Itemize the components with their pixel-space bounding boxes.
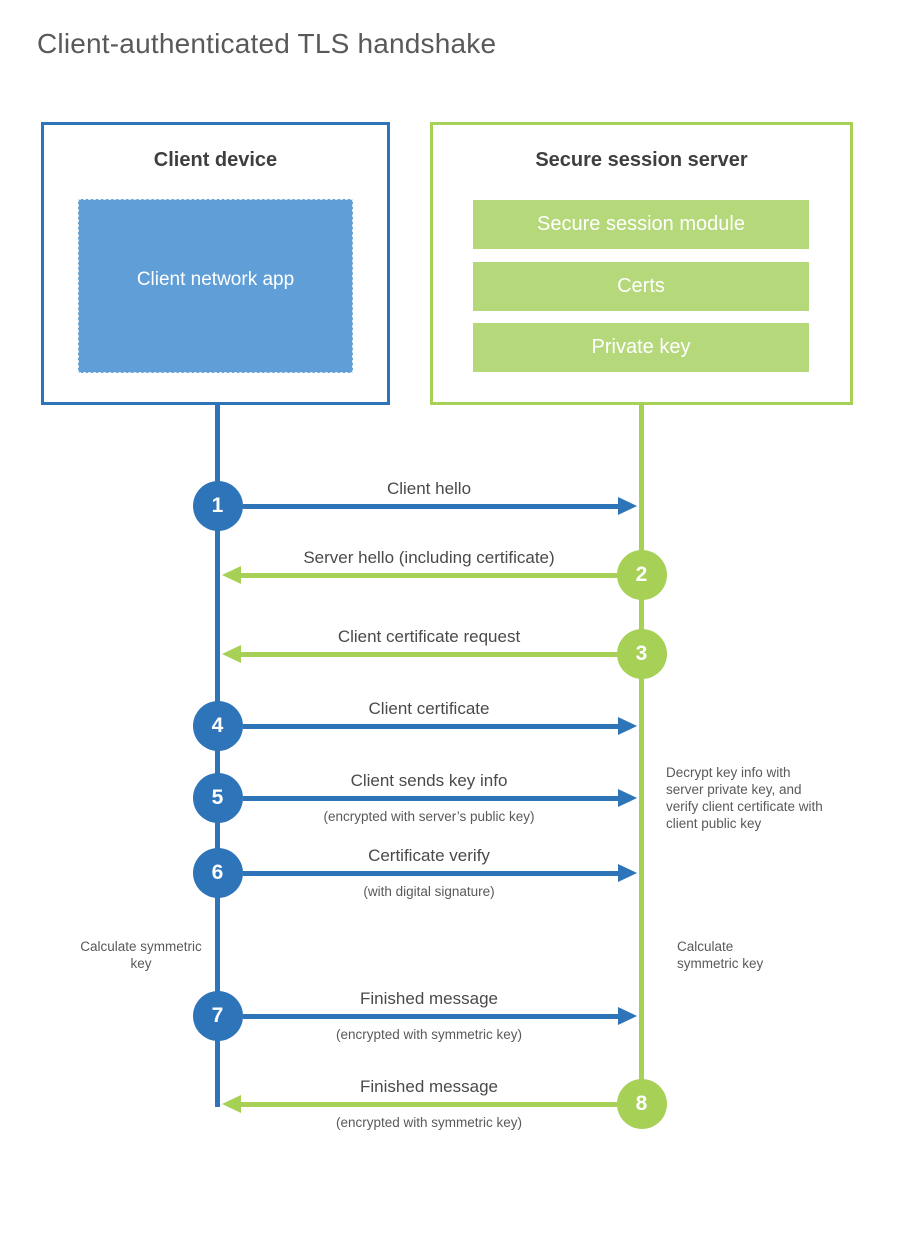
note-calculate-symmetric-key-client: Calculate symmetric key — [80, 939, 202, 971]
message-label: Client certificate — [368, 699, 490, 718]
message-arrow-line — [241, 651, 617, 657]
server-module-private-key: Private key — [473, 323, 809, 372]
step-number-badge-5: 5 — [192, 773, 243, 823]
note-decrypt-key-info: Decrypt key info with server private key… — [666, 765, 823, 831]
arrow-head-right-icon — [618, 717, 637, 735]
message-arrow-line — [242, 723, 618, 729]
server-lifeline — [639, 405, 644, 1105]
message-label: Certificate verify — [368, 846, 490, 865]
message-sublabel: (encrypted with symmetric key) — [335, 1115, 523, 1130]
message-arrow-line — [242, 870, 618, 876]
server-module-secure-session: Secure session module — [473, 200, 809, 249]
message-label: Client hello — [386, 479, 472, 498]
client-network-app-box: Client network app — [78, 199, 353, 373]
message-sublabel: (with digital signature) — [363, 884, 495, 899]
message-sublabel: (encrypted with symmetric key) — [335, 1027, 523, 1042]
arrow-head-left-icon — [222, 645, 241, 663]
step-number-badge-7: 7 — [192, 991, 243, 1041]
message-arrow-line — [242, 503, 618, 509]
client-device-box: Client device Client network app — [41, 122, 390, 405]
client-lifeline — [215, 405, 220, 1107]
client-network-app-label: Client network app — [136, 268, 295, 290]
message-label: Finished message — [360, 1077, 498, 1096]
server-title: Secure session server — [535, 149, 748, 171]
step-number-badge-2: 2 — [616, 550, 667, 600]
message-sublabel: (encrypted with server’s public key) — [323, 809, 535, 824]
arrow-head-right-icon — [618, 789, 637, 807]
message-label: Client certificate request — [337, 627, 521, 646]
step-number-badge-4: 4 — [192, 701, 243, 751]
message-label: Finished message — [360, 989, 498, 1008]
server-module-certs: Certs — [473, 262, 809, 311]
step-number-badge-3: 3 — [616, 629, 667, 679]
note-calculate-symmetric-key-server: Calculate symmetric key — [677, 939, 764, 971]
message-arrow-line — [241, 572, 617, 578]
arrow-head-left-icon — [222, 1095, 241, 1113]
arrow-head-right-icon — [618, 864, 637, 882]
message-arrow-line — [241, 1101, 617, 1107]
step-number-badge-1: 1 — [192, 481, 243, 531]
step-number-badge-6: 6 — [192, 848, 243, 898]
message-arrow-line — [242, 795, 618, 801]
client-device-title: Client device — [153, 149, 278, 171]
arrow-head-left-icon — [222, 566, 241, 584]
step-number-badge-8: 8 — [616, 1079, 667, 1129]
diagram-title: Client-authenticated TLS handshake — [37, 28, 497, 59]
message-arrow-line — [242, 1013, 618, 1019]
server-box: Secure session server Secure session mod… — [430, 122, 853, 405]
arrow-head-right-icon — [618, 1007, 637, 1025]
arrow-head-right-icon — [618, 497, 637, 515]
message-label: Server hello (including certificate) — [303, 548, 555, 567]
message-label: Client sends key info — [350, 771, 508, 790]
